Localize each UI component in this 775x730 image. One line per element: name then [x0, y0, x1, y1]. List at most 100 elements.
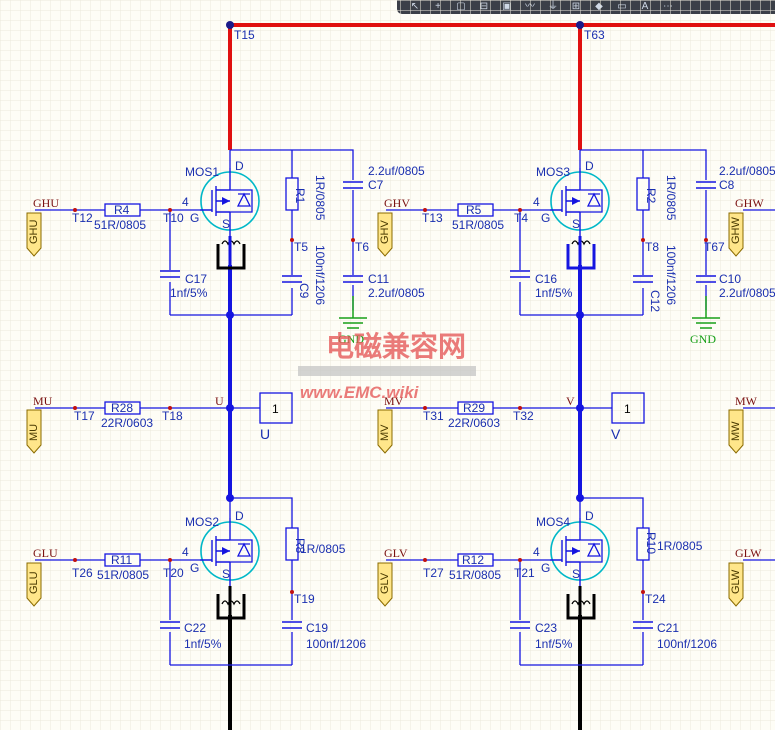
mos1-gate-pin: 4	[182, 195, 189, 209]
port-glw[interactable]: GLW	[728, 562, 744, 607]
tp-t67[interactable]: T67	[704, 240, 725, 254]
c11-value: 2.2uf/0805	[368, 286, 425, 300]
mos4-gate-pin: 4	[533, 545, 540, 559]
r11-ref: R11	[111, 553, 132, 567]
r12-value: 51R/0805	[449, 568, 501, 582]
tp-t8[interactable]: T8	[645, 240, 659, 254]
r29-ref: R29	[463, 401, 485, 415]
r1-ref: R1	[293, 188, 307, 204]
upper-v-stage	[386, 149, 707, 316]
tp-t12[interactable]: T12	[72, 211, 93, 225]
c12-value: 100nf/1206	[664, 245, 678, 305]
c19-ref: C19	[306, 621, 328, 635]
tp-t63[interactable]: T63	[584, 28, 605, 42]
port-ghv[interactable]: GHV	[377, 212, 393, 257]
tp-t15[interactable]: T15	[234, 28, 255, 42]
tp-t19[interactable]: T19	[294, 592, 315, 606]
c9-ref: C9	[297, 283, 311, 299]
c22-ref: C22	[184, 621, 206, 635]
mos2-gate-pin: 4	[182, 545, 189, 559]
r29-value: 22R/0603	[448, 416, 500, 430]
r10-value: 1R/0805	[657, 539, 703, 553]
power-rail	[228, 23, 775, 150]
r28-ref: R28	[111, 401, 133, 415]
svg-text:GHV: GHV	[379, 220, 391, 245]
mos1-pin-d: D	[235, 159, 244, 173]
tp-t17[interactable]: T17	[74, 409, 95, 423]
net-mu: MU	[33, 394, 53, 408]
tp-t27[interactable]: T27	[423, 566, 444, 580]
test-point-markers	[73, 208, 708, 594]
svg-text:GHW: GHW	[730, 217, 742, 245]
c10-value: 2.2uf/0805	[719, 286, 775, 300]
mos4-symbol[interactable]	[550, 518, 610, 586]
port-glv[interactable]: GLV	[377, 562, 393, 607]
net-ghv: GHV	[384, 196, 410, 210]
tp-t24[interactable]: T24	[645, 592, 666, 606]
mos1-pin-s: S	[222, 217, 230, 231]
tp-t26[interactable]: T26	[72, 566, 93, 580]
r10-ref: R10	[644, 532, 658, 554]
c16-ref: C16	[535, 272, 557, 286]
gnd-label-1: GND	[338, 332, 364, 346]
c17-value: 1nf/5%	[170, 286, 208, 300]
tp-t31[interactable]: T31	[423, 409, 444, 423]
connector-u[interactable]: 1	[259, 392, 293, 424]
port-ghu[interactable]: GHU	[26, 212, 42, 257]
mos1-ref: MOS1	[185, 165, 219, 179]
tp-t13[interactable]: T13	[422, 211, 443, 225]
svg-text:MU: MU	[28, 424, 40, 441]
mos3-pin-s: S	[572, 217, 580, 231]
mos2-pin-s: S	[222, 567, 230, 581]
mos3-ref: MOS3	[536, 165, 570, 179]
mos3-source-pins	[566, 244, 596, 270]
net-glv: GLV	[384, 546, 408, 560]
svg-text:MW: MW	[730, 421, 742, 441]
watermark: 电磁兼容网 www.EMC.wiki	[298, 330, 476, 402]
c22-value: 1nf/5%	[184, 637, 222, 651]
r11-value: 51R/0805	[97, 568, 149, 582]
net-v: V	[566, 394, 575, 408]
tp-t10[interactable]: T10	[163, 211, 184, 225]
tp-t6[interactable]: T6	[355, 240, 369, 254]
connector-v[interactable]: 1	[611, 392, 645, 424]
mos4-pin-g: G	[541, 561, 550, 575]
connector-u-label: U	[260, 426, 270, 442]
tp-t21[interactable]: T21	[514, 566, 535, 580]
gnd-label-2: GND	[690, 332, 716, 346]
svg-text:GLW: GLW	[730, 569, 742, 594]
svg-text:GLV: GLV	[379, 572, 391, 594]
tp-t4[interactable]: T4	[514, 211, 528, 225]
connector-v-label: V	[611, 426, 621, 442]
mos1-symbol[interactable]	[200, 168, 260, 236]
mos4-ref: MOS4	[536, 515, 570, 529]
mos2-symbol[interactable]	[200, 518, 260, 586]
c19-value: 100nf/1206	[306, 637, 366, 651]
r1-value: 1R/0805	[313, 175, 327, 221]
mos3-gate-pin: 4	[533, 195, 540, 209]
port-ghw[interactable]: GHW	[728, 212, 744, 257]
r2-ref: R2	[644, 188, 658, 204]
c7-ref: C7	[368, 178, 384, 192]
mos1-pin-g: G	[190, 211, 199, 225]
lower-v-stage	[386, 497, 775, 666]
c23-value: 1nf/5%	[535, 637, 573, 651]
svg-text:www.EMC.wiki: www.EMC.wiki	[300, 383, 420, 402]
c9-value: 100nf/1206	[313, 245, 327, 305]
svg-text:MV: MV	[379, 424, 391, 441]
mos2-pin-g: G	[190, 561, 199, 575]
port-mw[interactable]: MW	[728, 409, 744, 454]
tp-t5[interactable]: T5	[294, 240, 308, 254]
r28-value: 22R/0603	[101, 416, 153, 430]
c16-value: 1nf/5%	[535, 286, 573, 300]
tp-t20[interactable]: T20	[163, 566, 184, 580]
port-glu[interactable]: GLU	[26, 562, 42, 607]
port-mv[interactable]: MV	[377, 409, 393, 454]
port-mu[interactable]: MU	[26, 409, 42, 454]
mos3-symbol[interactable]	[550, 168, 610, 236]
c21-ref: C21	[657, 621, 679, 635]
tp-t18[interactable]: T18	[162, 409, 183, 423]
svg-text:GLU: GLU	[28, 571, 40, 594]
r5-ref: R5	[466, 203, 482, 217]
tp-t32[interactable]: T32	[513, 409, 534, 423]
